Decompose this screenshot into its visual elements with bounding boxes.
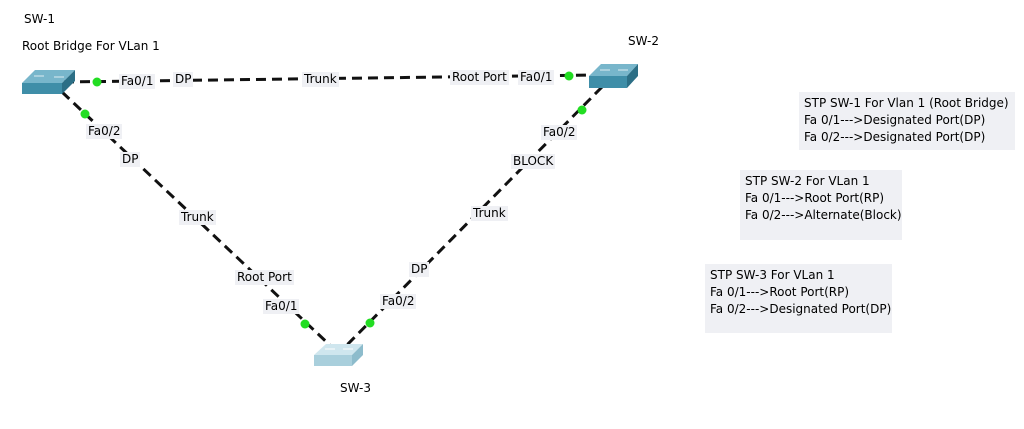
port-dot-sw1-fa02: [80, 109, 90, 119]
sw1-fa01-role-label: DP: [173, 72, 194, 87]
sw1-name: SW-1: [24, 12, 55, 26]
stp-note-sw2-line2: Fa 0/2--->Alternate(Block): [745, 208, 902, 222]
port-dot-sw2-fa01: [564, 71, 574, 81]
sw1-fa01-port-label: Fa0/1: [119, 74, 156, 89]
sw2-fa01-port-label: Fa0/1: [518, 70, 555, 85]
stp-note-sw2-line1: Fa 0/1--->Root Port(RP): [745, 191, 885, 205]
stp-note-sw3-title: STP SW-3 For VLan 1: [710, 268, 835, 282]
port-dot-sw1-fa01: [92, 77, 102, 87]
sw3-fa01-role-label: Root Port: [235, 270, 294, 285]
sw2-fa02-port-label: Fa0/2: [541, 125, 578, 140]
sw2-fa01-role-label: Root Port: [450, 70, 509, 85]
port-dot-sw3-fa02: [365, 318, 375, 328]
stp-note-sw3-line2: Fa 0/2--->Designated Port(DP): [710, 302, 892, 316]
stp-note-sw1-line1: Fa 0/1--->Designated Port(DP): [804, 113, 986, 127]
sw2-fa02-role-label: BLOCK: [511, 154, 556, 169]
stp-note-sw2: STP SW-2 For VLan 1 Fa 0/1--->Root Port(…: [740, 170, 902, 240]
sw2-name: SW-2: [628, 34, 659, 48]
sw3-fa02-port-label: Fa0/2: [380, 294, 417, 309]
sw3-fa02-role-label: DP: [409, 262, 430, 277]
sw3-fa01-port-label: Fa0/1: [263, 299, 300, 314]
stp-note-sw1: STP SW-1 For Vlan 1 (Root Bridge) Fa 0/1…: [799, 92, 1015, 150]
stp-note-sw3-line1: Fa 0/1--->Root Port(RP): [710, 285, 850, 299]
link-sw2-sw3-type-label: Trunk: [471, 206, 508, 221]
sw3-name: SW-3: [340, 381, 371, 395]
port-dot-sw2-fa02: [577, 105, 587, 115]
stp-note-sw1-title: STP SW-1 For Vlan 1 (Root Bridge): [804, 96, 1009, 110]
sw1-fa02-port-label: Fa0/2: [86, 124, 123, 139]
switch-icon-sw2[interactable]: [589, 64, 638, 88]
stp-note-sw3: STP SW-3 For VLan 1 Fa 0/1--->Root Port(…: [705, 264, 892, 333]
link-sw1-sw2-type-label: Trunk: [302, 72, 339, 87]
port-dot-sw3-fa01: [300, 319, 310, 329]
switch-icon-sw1[interactable]: [22, 70, 75, 94]
link-sw1-sw3-type-label: Trunk: [179, 210, 216, 225]
switch-icon-sw3[interactable]: [314, 344, 363, 366]
stp-note-sw2-title: STP SW-2 For VLan 1: [745, 174, 870, 188]
sw1-fa02-role-label: DP: [120, 152, 141, 167]
stp-note-sw1-line2: Fa 0/2--->Designated Port(DP): [804, 130, 986, 144]
sw1-role-label: Root Bridge For VLan 1: [22, 39, 160, 53]
